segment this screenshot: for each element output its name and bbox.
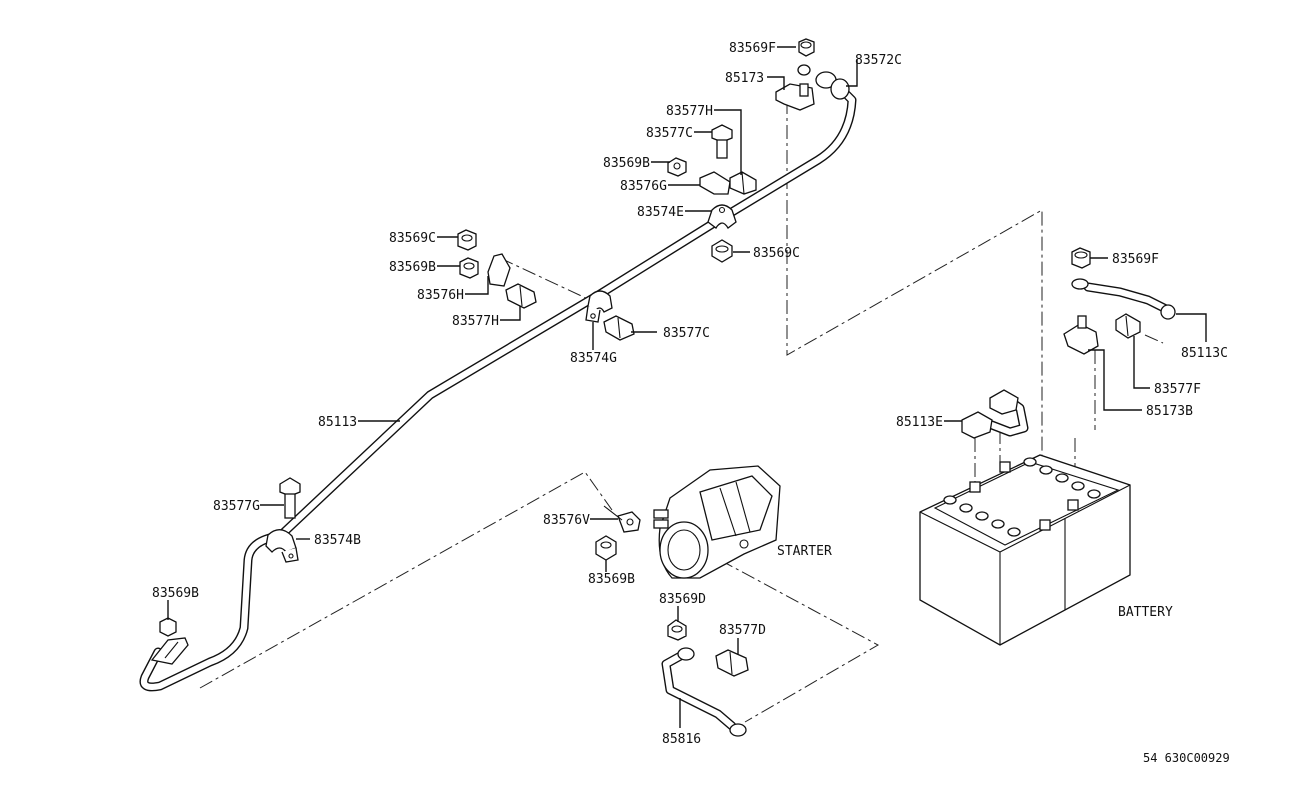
label-85173B: 85173B: [1146, 404, 1193, 419]
label-83576V: 83576V: [543, 513, 590, 528]
part-labels: 83569F 85173 83572C 83577H 83577C 83569B…: [152, 41, 1230, 765]
label-83569C-left: 83569C: [389, 231, 436, 246]
label-83569B-bottom-left: 83569B: [152, 586, 199, 601]
label-85113: 85113: [318, 415, 357, 430]
label-83577F: 83577F: [1154, 382, 1201, 397]
label-83577G: 83577G: [213, 499, 260, 514]
battery: [919, 454, 1131, 646]
cable-85816: [661, 647, 747, 737]
label-83577H-left: 83577H: [452, 314, 499, 329]
starter-motor: [653, 465, 781, 579]
label-83569D: 83569D: [659, 592, 706, 607]
label-diagram-code: 54 630C00929: [1143, 751, 1230, 765]
label-83574E: 83574E: [637, 205, 684, 220]
label-85816: 85816: [662, 732, 701, 747]
label-83577C-mid: 83577C: [663, 326, 710, 341]
cable-85113C: [1071, 278, 1176, 320]
main-cable-85113: [139, 64, 857, 692]
label-starter: STARTER: [777, 544, 832, 559]
label-83569B-top: 83569B: [603, 156, 650, 171]
label-battery: BATTERY: [1118, 605, 1173, 620]
label-83576G: 83576G: [620, 179, 667, 194]
leader-lines: [167, 46, 1207, 728]
cable-85113E: [961, 389, 1029, 439]
label-83574G: 83574G: [570, 351, 617, 366]
label-85113E: 85113E: [896, 415, 943, 430]
label-83569B-starter: 83569B: [588, 572, 635, 587]
label-85113C: 85113C: [1181, 346, 1228, 361]
label-83577H-top: 83577H: [666, 104, 713, 119]
clamps: [265, 204, 737, 563]
label-83569C-right: 83569C: [753, 246, 800, 261]
hardware-parts: [159, 38, 1141, 677]
label-83572C: 83572C: [855, 53, 902, 68]
label-83569F-top: 83569F: [729, 41, 776, 56]
label-83576H: 83576H: [417, 288, 464, 303]
label-83569B-left: 83569B: [389, 260, 436, 275]
reference-lines: [199, 100, 1164, 723]
label-85173: 85173: [725, 71, 764, 86]
label-83577C-top: 83577C: [646, 126, 693, 141]
label-83577D: 83577D: [719, 623, 766, 638]
label-83574B: 83574B: [314, 533, 361, 548]
label-83569F-right: 83569F: [1112, 252, 1159, 267]
